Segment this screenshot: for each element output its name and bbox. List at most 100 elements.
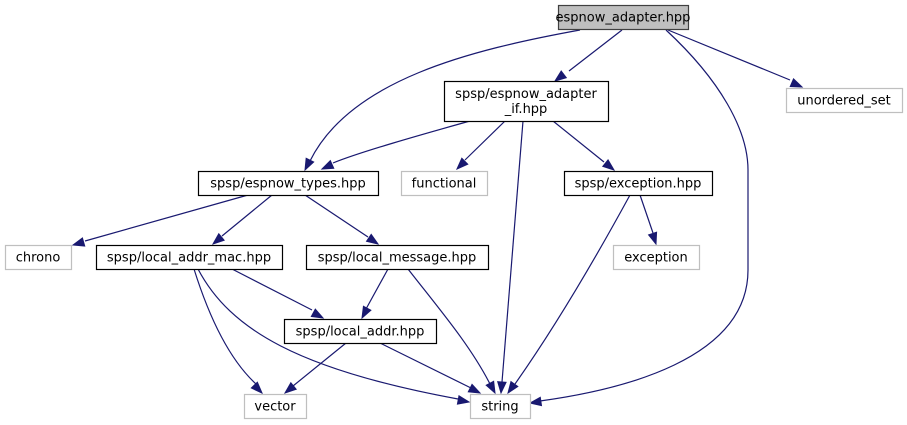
edges-layer <box>71 29 804 407</box>
edge-local-addr-mac-to-string <box>197 268 471 405</box>
edge-exception-hpp-to-exception <box>639 194 658 246</box>
edge-local-addr-mac-to-vector <box>193 268 263 395</box>
arrowhead-icon <box>310 308 325 319</box>
node-label: _if.hpp <box>504 102 548 117</box>
edge-local-message-to-local-addr <box>361 268 389 320</box>
node-label: spsp/local_addr.hpp <box>296 325 425 340</box>
arrowhead-icon <box>304 157 315 172</box>
node-espnow-adapter[interactable]: espnow_adapter.hpp <box>556 4 691 31</box>
node-box <box>305 244 490 271</box>
edge-line <box>501 120 524 383</box>
arrowhead-icon <box>211 232 225 245</box>
edge-local-addr-mac-to-local-addr <box>231 268 325 319</box>
node-box <box>283 318 438 345</box>
edge-line <box>197 268 459 400</box>
edge-line <box>568 29 623 72</box>
node-label: chrono <box>16 251 61 266</box>
arrowhead-icon <box>320 159 335 170</box>
node-label: functional <box>412 177 477 192</box>
edge-espnow-adapter-to-string <box>528 29 749 407</box>
node-label: espnow_adapter.hpp <box>556 11 691 26</box>
edge-local-addr-to-vector <box>283 342 347 394</box>
edge-espnow-types-to-local-message <box>304 194 380 245</box>
node-box <box>785 87 904 114</box>
node-string: string <box>469 393 532 420</box>
arrowhead-icon <box>250 381 263 395</box>
node-label: spsp/exception.hpp <box>575 177 702 192</box>
edge-line <box>304 194 369 238</box>
node-label: spsp/local_addr_mac.hpp <box>107 251 271 266</box>
node-espnow-types[interactable]: spsp/espnow_types.hpp <box>197 170 380 197</box>
arrowhead-icon <box>507 380 519 395</box>
arrowhead-icon <box>467 383 482 394</box>
node-exception-hpp[interactable]: spsp/exception.hpp <box>563 170 714 197</box>
edge-line <box>379 342 472 389</box>
node-label: spsp/espnow_types.hpp <box>210 177 365 192</box>
node-functional: functional <box>400 170 489 197</box>
arrowhead-icon <box>553 70 568 82</box>
node-box <box>443 80 610 123</box>
edge-line <box>639 194 654 234</box>
edge-line <box>539 29 749 402</box>
edge-espnow-adapter-to-espnow-types <box>304 29 581 172</box>
node-box <box>469 393 532 420</box>
node-chrono: chrono <box>4 244 73 271</box>
edge-line <box>292 342 347 387</box>
node-local-addr[interactable]: spsp/local_addr.hpp <box>283 318 438 345</box>
node-box <box>243 393 308 420</box>
node-espnow-adapter-if[interactable]: spsp/espnow_adapter_if.hpp <box>443 80 610 123</box>
node-local-message[interactable]: spsp/local_message.hpp <box>305 244 490 271</box>
node-label: spsp/local_message.hpp <box>318 251 477 266</box>
node-label: string <box>481 400 518 415</box>
node-local-addr-mac[interactable]: spsp/local_addr_mac.hpp <box>95 244 284 271</box>
node-box <box>95 244 284 271</box>
edge-exception-hpp-to-string <box>507 194 631 395</box>
node-box <box>197 170 380 197</box>
arrowhead-icon <box>283 381 298 394</box>
edge-line <box>552 120 605 163</box>
arrowhead-icon <box>361 305 372 320</box>
node-label: vector <box>254 400 296 415</box>
edge-espnow-adapter-if-to-exception-hpp <box>552 120 616 171</box>
arrowhead-icon <box>456 395 471 405</box>
edge-line <box>365 268 389 310</box>
node-box <box>563 170 714 197</box>
node-label: exception <box>624 251 688 266</box>
arrowhead-icon <box>71 237 86 247</box>
node-box <box>4 244 73 271</box>
edge-line <box>464 120 506 161</box>
edge-line <box>667 29 791 81</box>
edge-espnow-types-to-chrono <box>71 194 249 247</box>
edge-line <box>84 194 249 242</box>
edge-line <box>221 194 273 237</box>
edge-line <box>193 268 257 385</box>
edge-line <box>309 29 581 162</box>
edge-line <box>514 194 631 385</box>
arrowhead-icon <box>528 396 543 407</box>
edge-espnow-adapter-to-espnow-adapter-if <box>553 29 623 82</box>
node-box <box>557 4 690 31</box>
edge-local-addr-to-string <box>379 342 482 394</box>
arrowhead-icon <box>789 77 804 88</box>
arrowhead-icon <box>485 380 496 395</box>
arrowhead-icon <box>456 157 469 170</box>
edge-line <box>231 268 313 311</box>
nodes-layer: espnow_adapter.hpp spsp/espnow_adapter_if… <box>4 4 904 420</box>
edge-espnow-types-to-local-addr-mac <box>211 194 273 245</box>
edge-line <box>332 120 471 164</box>
edge-espnow-adapter-if-to-string <box>497 120 524 395</box>
node-box <box>612 244 701 271</box>
node-unordered-set: unordered_set <box>785 87 904 114</box>
node-label: unordered_set <box>797 94 890 109</box>
edge-local-message-to-string <box>407 268 496 395</box>
node-vector: vector <box>243 393 308 420</box>
node-label: spsp/espnow_adapter <box>455 87 597 102</box>
edge-espnow-adapter-to-unordered-set <box>667 29 804 88</box>
node-box <box>400 170 489 197</box>
edge-line <box>407 268 491 385</box>
edge-espnow-adapter-if-to-espnow-types <box>320 120 471 170</box>
arrowhead-icon <box>365 233 380 245</box>
arrowhead-icon <box>601 158 616 171</box>
arrowhead-icon <box>497 381 507 395</box>
